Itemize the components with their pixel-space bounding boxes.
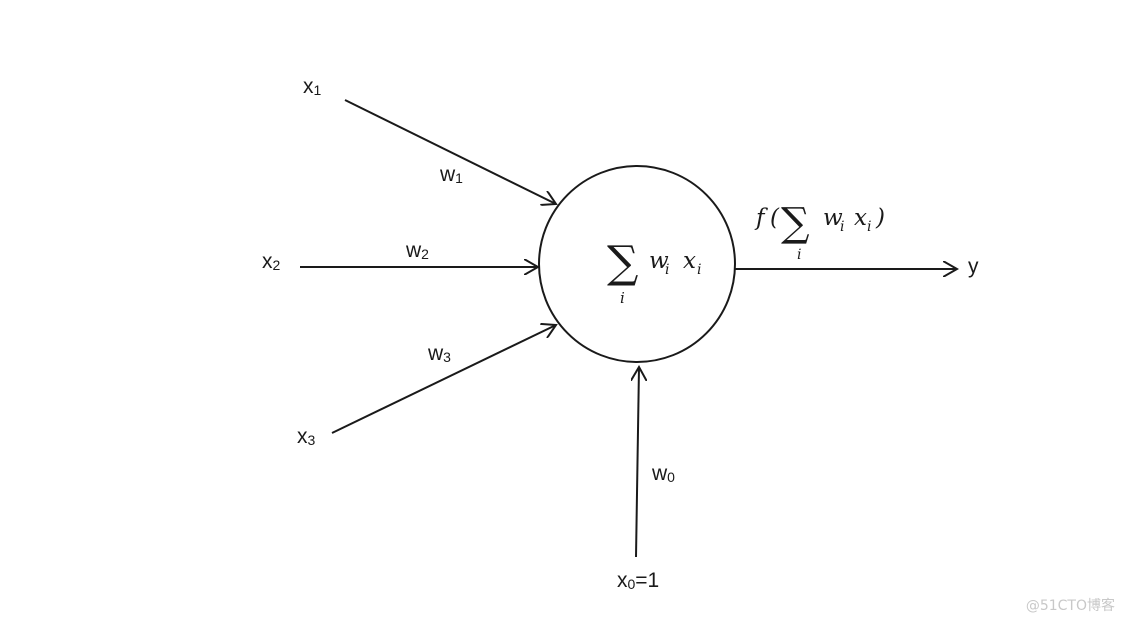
activation-term-x-sub: i bbox=[867, 219, 871, 235]
arrow-x3 bbox=[331, 325, 556, 434]
activation-term-w: w bbox=[823, 205, 843, 231]
output-label-y: y bbox=[968, 255, 979, 278]
input-label-x1: x1 bbox=[303, 75, 322, 98]
arrow-x1 bbox=[344, 99, 556, 204]
weight-label-w3: w3 bbox=[427, 342, 451, 365]
activation-term-x: x bbox=[854, 205, 867, 231]
sum-symbol: ∑ bbox=[607, 237, 638, 288]
activation-term-w-sub: i bbox=[840, 219, 844, 235]
activation-close-paren: ) bbox=[875, 205, 885, 231]
activation-f: f bbox=[754, 205, 768, 231]
neuron-circle bbox=[538, 165, 736, 363]
input-label-x0: x0=1 bbox=[617, 569, 659, 592]
sum-index: i bbox=[620, 289, 625, 307]
input-label-x2: x2 bbox=[262, 250, 281, 273]
weight-label-w2: w2 bbox=[405, 239, 429, 262]
arrow-x0 bbox=[636, 367, 639, 558]
term-w: w bbox=[649, 248, 669, 274]
term-x: x bbox=[683, 248, 696, 274]
activation-sum-index: i bbox=[797, 247, 801, 263]
activation-open-paren: ( bbox=[770, 205, 780, 231]
input-label-x3: x3 bbox=[297, 425, 316, 448]
weight-label-w1: w1 bbox=[439, 163, 463, 186]
term-w-sub: i bbox=[665, 262, 669, 278]
activation-sum-symbol: ∑ bbox=[781, 200, 810, 246]
neuron-formula: ∑ i w i x i bbox=[607, 237, 701, 307]
watermark: @51CTO博客 bbox=[1025, 598, 1115, 614]
weight-label-w0: w0 bbox=[651, 462, 675, 485]
term-x-sub: i bbox=[697, 262, 701, 278]
activation-formula: f ( ∑ i w i x i ) bbox=[754, 200, 885, 263]
